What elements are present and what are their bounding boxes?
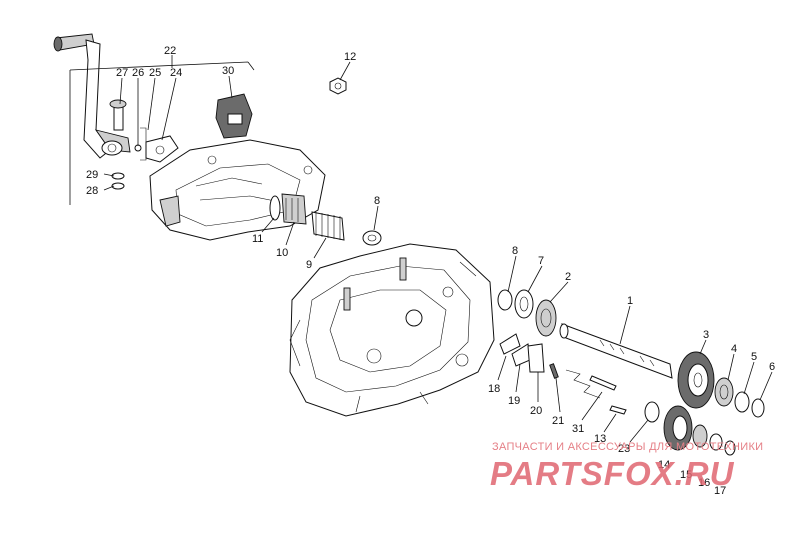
callout-16: 16 [698,477,710,489]
washers-28-29 [111,172,125,190]
small-parts-25-26 [134,127,147,161]
callout-7: 7 [538,255,544,267]
washer-16 [709,433,723,451]
callout-4: 4 [731,343,737,355]
gear-2 [535,299,557,337]
callout-15: 15 [680,469,692,481]
callout-1: 1 [627,295,633,307]
kick-spring-9 [311,211,345,241]
callout-11: 11 [252,233,263,245]
callout-22: 22 [164,45,176,57]
callout-14: 14 [658,459,670,471]
callout-2: 2 [565,271,571,283]
kick-shaft-lever-24 [145,135,179,163]
callout-24: 24 [170,67,182,79]
callout-3: 3 [703,329,709,341]
circlip-11 [269,195,281,221]
callout-9: 9 [306,259,312,271]
watermark-tagline: ЗАПЧАСТИ И АКСЕССУАРЫ ДЛЯ МОТОТЕХНИКИ [492,441,764,453]
bracket-22 [69,61,255,205]
washer-8-top [362,230,382,246]
callout-29: 29 [86,169,98,181]
callout-5: 5 [751,351,757,363]
callout-8-top: 8 [374,195,380,207]
callout-8-mid: 8 [512,245,518,257]
callout-6: 6 [769,361,775,373]
circlip-17 [724,440,736,456]
shaft-1 [559,323,673,379]
washer-8-mid [497,289,513,311]
bearing-7 [514,289,534,319]
rubber-pad-30 [215,93,253,139]
callout-28: 28 [86,185,98,197]
callout-18: 18 [488,383,500,395]
gear-15 [692,424,708,448]
plate-20 [527,343,545,373]
crankcase-cover [149,139,326,241]
kick-pivot-bolt-27 [109,99,127,131]
sprocket-3 [677,351,715,409]
callout-labels: 22 27 26 25 24 30 12 29 28 11 10 9 8 8 7… [86,45,775,497]
nut-12 [329,77,347,95]
bolt-31 [589,375,617,391]
callout-12: 12 [344,51,356,63]
callout-10: 10 [276,247,288,259]
callout-25: 25 [149,67,161,79]
dowel-strip [565,369,601,399]
callout-30: 30 [222,65,234,77]
sprocket-14 [663,405,693,451]
callout-26: 26 [132,67,144,79]
kick-gear-10 [281,193,307,225]
washer-23 [644,401,660,423]
gear-4 [714,377,734,407]
shim-18 [499,333,521,355]
callout-27: 27 [116,67,128,79]
watermark-logo: PARTSFOX.RU [490,455,735,492]
pin-21 [549,363,559,379]
callout-31: 31 [572,423,584,435]
callout-21: 21 [552,415,564,427]
callout-13: 13 [594,433,606,445]
kickstart-lever [53,33,131,159]
crankcase [289,243,495,417]
circlip-6 [751,398,765,418]
bolt-13 [609,405,627,415]
callout-20: 20 [530,405,542,417]
callout-23: 23 [618,443,630,455]
leader-lines [103,55,773,443]
callout-19: 19 [508,395,520,407]
washer-5 [734,391,750,413]
callout-17: 17 [714,485,726,497]
